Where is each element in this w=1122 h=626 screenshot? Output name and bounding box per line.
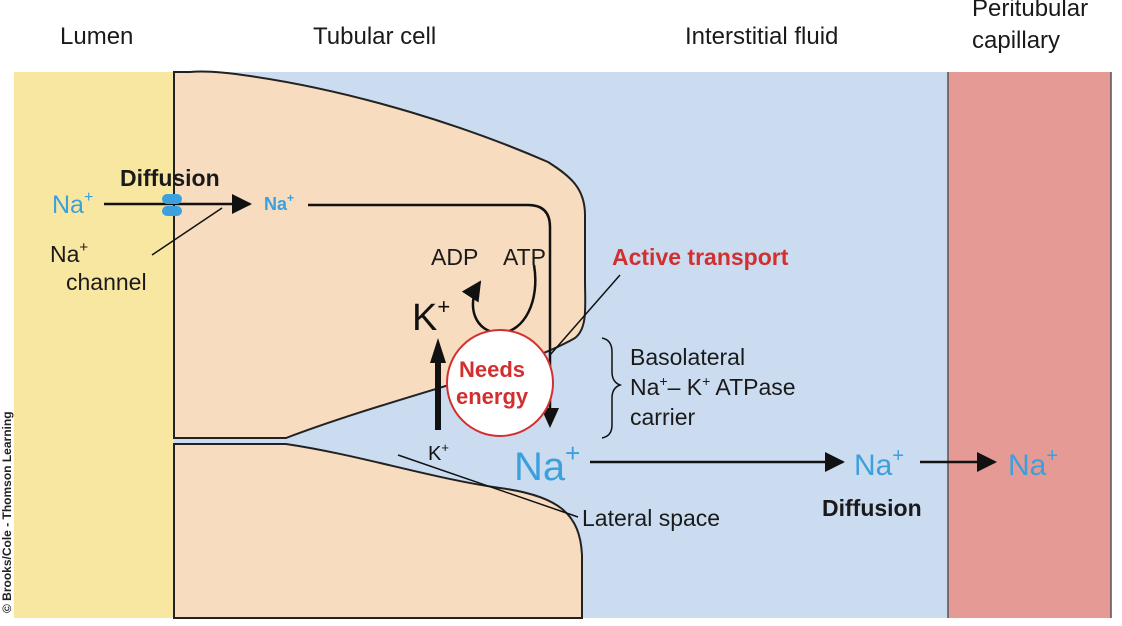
atp-label: ATP [503, 244, 546, 270]
lateral-space-pointer [397, 454, 579, 518]
na-ion-capillary: Na+ [1008, 445, 1058, 482]
na-down-arrowhead [541, 408, 559, 428]
k-ion-small: K+ [428, 440, 449, 465]
pump-circle [446, 329, 554, 437]
k-up-arrow [430, 338, 446, 430]
header-lumen: Lumen [60, 23, 133, 50]
active-transport-pointer [549, 274, 621, 356]
na-ion-interstitial: Na+ [854, 445, 904, 482]
capillary-region [948, 72, 1111, 618]
na-ion-interstitial-large: Na+ [514, 438, 580, 489]
header-capillary: capillary [972, 27, 1060, 54]
lumen-region [14, 72, 174, 618]
cell-left-cover [176, 74, 180, 436]
basolateral-brace [601, 337, 623, 439]
diffusion-label-top: Diffusion [120, 165, 220, 191]
k-ion-large: K+ [412, 294, 450, 339]
na-channel-bottom [162, 206, 182, 216]
na-ion-lumen: Na+ [52, 189, 93, 219]
na-path-arrow [308, 203, 552, 425]
active-transport-label: Active transport [612, 244, 789, 270]
adp-label: ADP [431, 244, 478, 270]
diffusion-label-bottom: Diffusion [822, 495, 922, 521]
lateral-space-label: Lateral space [582, 505, 720, 531]
na-channel-label: Na+ [50, 239, 88, 267]
channel-pointer [151, 207, 223, 256]
basolateral-label-1: Basolateral [630, 344, 745, 370]
na-channel-label-2: channel [66, 269, 147, 295]
energy-label: energy [456, 384, 529, 409]
header-interstitial-fluid: Interstitial fluid [685, 23, 838, 50]
na-ion-cell: Na+ [264, 191, 294, 214]
basolateral-label-2: Na+– K+ ATPase [630, 373, 796, 400]
needs-label: Needs [459, 357, 525, 382]
basolateral-label-3: carrier [630, 404, 696, 430]
header-peritubular: Peritubular [972, 0, 1088, 22]
na-channel-top [162, 194, 182, 204]
header-tubular-cell: Tubular cell [313, 23, 436, 50]
copyright-label: © Brooks/Cole - Thomson Learning [0, 411, 14, 613]
